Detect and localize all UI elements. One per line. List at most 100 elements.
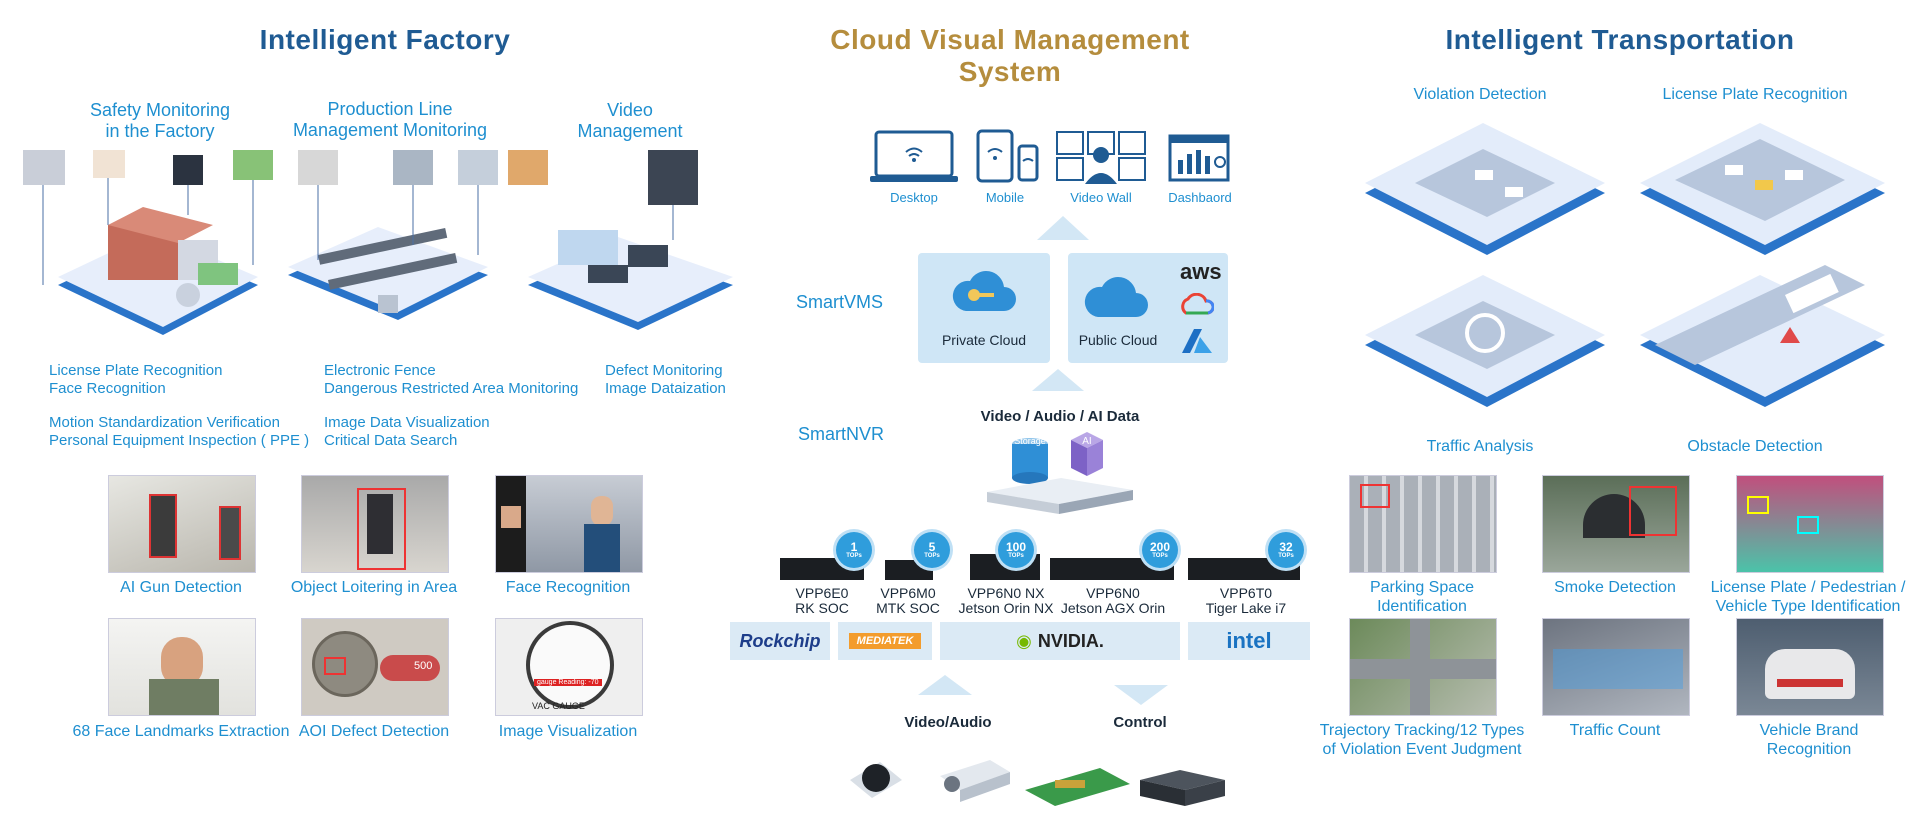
worker-thumb-3 bbox=[508, 150, 548, 185]
license-plate-pedestrian-caption: License Plate / Pedestrian / Vehicle Typ… bbox=[1710, 579, 1906, 615]
image-visualization-caption: Image Visualization bbox=[498, 723, 638, 740]
down-arrow-icon bbox=[1114, 685, 1168, 705]
input-devices-illustration bbox=[850, 760, 1225, 806]
factory-features-col2: Electronic Fence Dangerous Restricted Ar… bbox=[324, 362, 578, 450]
azure-icon bbox=[1182, 329, 1212, 353]
device-vpp6n0 bbox=[1050, 558, 1174, 580]
ai-gun-detection-photo bbox=[108, 475, 256, 573]
face-recognition-caption: Face Recognition bbox=[505, 579, 631, 596]
feature-item: Electronic Fence bbox=[324, 362, 436, 379]
vehicle-brand-photo bbox=[1736, 618, 1884, 716]
production-line-heading: Production Line Management Monitoring bbox=[292, 99, 488, 140]
feature-item: Defect Monitoring bbox=[605, 362, 723, 379]
smartvms-label: SmartVMS bbox=[796, 292, 884, 312]
feature-item: Critical Data Search bbox=[324, 432, 458, 449]
vendor-intel: intel bbox=[1188, 622, 1310, 660]
machine-thumb-2 bbox=[393, 150, 433, 185]
smartnvr-label: SmartNVR bbox=[798, 424, 885, 444]
desktop-icon bbox=[870, 130, 958, 182]
factory-features-col1: License Plate Recognition Face Recogniti… bbox=[49, 362, 309, 450]
board-thumb bbox=[233, 150, 273, 180]
traffic-analysis-scene bbox=[1365, 275, 1605, 407]
machine-thumb-1 bbox=[298, 150, 338, 185]
video-management-heading: Video Management bbox=[577, 100, 683, 141]
factory-title: Intelligent Factory bbox=[259, 24, 511, 55]
production-platform bbox=[288, 227, 488, 320]
face-recognition-photo bbox=[495, 475, 643, 573]
up-arrow-icon-2 bbox=[1032, 369, 1084, 391]
storage-label: Storage bbox=[1014, 436, 1046, 446]
worker-thumb-2 bbox=[458, 150, 498, 185]
private-cloud-label: Private Cloud bbox=[941, 332, 1027, 348]
traffic-count-photo bbox=[1542, 618, 1690, 716]
video-wall-label: Video Wall bbox=[1070, 190, 1132, 205]
pill-label: 500 bbox=[414, 660, 433, 672]
factory-isometric-illustration bbox=[23, 150, 733, 335]
video-platform bbox=[528, 230, 733, 330]
nvr-server-illustration bbox=[987, 432, 1133, 514]
private-cloud-box: Private Cloud bbox=[918, 253, 1050, 363]
cloud-title: Cloud Visual Management System bbox=[830, 24, 1190, 87]
transport-isometric-illustration bbox=[1365, 123, 1885, 407]
license-plate-recognition-heading: License Plate Recognition bbox=[1662, 86, 1848, 103]
storage-stack-icon bbox=[1012, 438, 1048, 484]
image-visualization-photo: gauge Reading: -70 VAC GAUGE bbox=[495, 618, 643, 716]
aoi-defect-photo: 500 bbox=[301, 618, 449, 716]
device-vpp6m0 bbox=[885, 560, 933, 580]
aws-logo: aws bbox=[1180, 259, 1222, 284]
feature-item: Personal Equipment Inspection ( PPE ) bbox=[49, 432, 310, 449]
up-arrow-icon bbox=[1037, 216, 1089, 240]
traffic-count-caption: Traffic Count bbox=[1569, 722, 1661, 739]
public-cloud-box: aws Public Cloud bbox=[1068, 253, 1228, 363]
ai-gun-detection-caption: AI Gun Detection bbox=[120, 579, 242, 596]
private-cloud-icon bbox=[952, 271, 1016, 311]
device-vpp6t0 bbox=[1188, 558, 1300, 580]
feature-item: Image Dataization bbox=[605, 380, 726, 397]
safety-platform bbox=[58, 207, 258, 335]
violation-detection-heading: Violation Detection bbox=[1413, 86, 1547, 103]
obstacle-detection-heading: Obstacle Detection bbox=[1687, 438, 1823, 455]
worker-thumb bbox=[173, 155, 203, 185]
feature-item: License Plate Recognition bbox=[49, 362, 223, 379]
object-loitering-photo bbox=[301, 475, 449, 573]
public-cloud-icon bbox=[1084, 277, 1148, 317]
monitor-thumb bbox=[648, 150, 698, 205]
google-cloud-icon bbox=[1181, 293, 1214, 315]
traffic-analysis-heading: Traffic Analysis bbox=[1426, 438, 1534, 455]
feature-item: Motion Standardization Verification bbox=[49, 414, 280, 431]
face-thumb bbox=[93, 150, 125, 178]
mobile-label: Mobile bbox=[985, 190, 1025, 205]
capture-card-icon bbox=[1025, 768, 1130, 806]
up-arrow-icon-3 bbox=[918, 675, 972, 695]
dashboard-icon bbox=[1168, 134, 1230, 182]
control-label: Control bbox=[1113, 714, 1167, 731]
vac-gauge-label: VAC GAUGE bbox=[532, 701, 585, 711]
parking-space-photo bbox=[1349, 475, 1497, 573]
control-box-icon bbox=[1140, 770, 1225, 806]
desktop-label: Desktop bbox=[890, 190, 938, 205]
violation-scene bbox=[1365, 123, 1605, 255]
vehicle-brand-caption: Vehicle Brand Recognition bbox=[1759, 722, 1859, 758]
vendor-rockchip: Rockchip bbox=[730, 622, 830, 660]
feature-item: Image Data Visualization bbox=[324, 414, 490, 431]
license-plate-scene bbox=[1640, 123, 1885, 255]
smoke-detection-photo bbox=[1542, 475, 1690, 573]
ai-stack-icon bbox=[1071, 432, 1103, 476]
microphone-device-icon bbox=[850, 762, 902, 798]
object-loitering-caption: Object Loitering in Area bbox=[290, 579, 458, 596]
dashboard-label: Dashbaord bbox=[1168, 190, 1232, 205]
aoi-defect-caption: AOI Defect Detection bbox=[298, 723, 450, 740]
factory-features-col3: Defect Monitoring Image Dataization bbox=[605, 362, 726, 398]
data-flow-label: Video / Audio / AI Data bbox=[980, 408, 1140, 425]
obstacle-detection-scene bbox=[1640, 265, 1885, 407]
truck-thumb bbox=[23, 150, 65, 185]
parking-space-caption: Parking Space Identification bbox=[1369, 579, 1475, 615]
